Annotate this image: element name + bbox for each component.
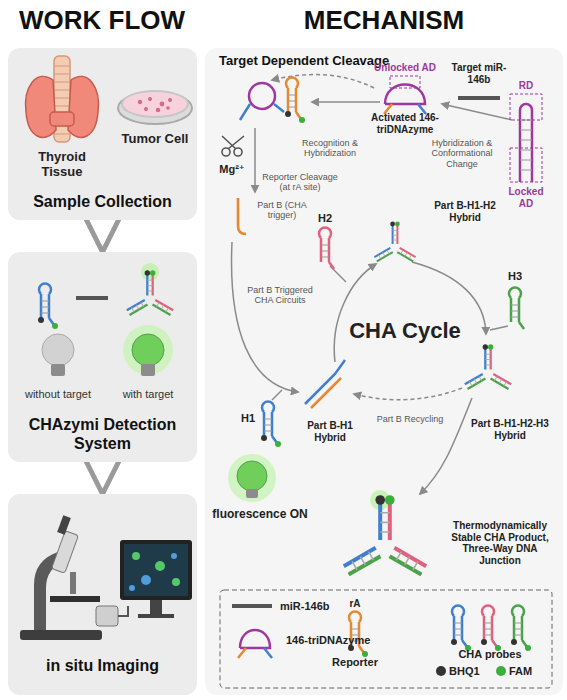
diagram-label: Recognition & Hybridization <box>290 138 370 159</box>
diagram-label: fluorescence ON <box>205 508 315 522</box>
legend-swatch <box>496 666 506 676</box>
panel-title: Sample Collection <box>14 192 191 211</box>
diagram-label: H2 <box>313 212 337 225</box>
section-title: Target Dependent Cleavage <box>219 53 389 69</box>
legend-text: BHQ1 <box>449 665 480 678</box>
diagram-label: Locked AD <box>501 186 551 209</box>
column-heading: MECHANISM <box>209 6 559 36</box>
diagram-label: Part B-H1-H2-H3 Hybrid <box>470 418 550 441</box>
diagram-label: Tumor Cell <box>120 132 190 147</box>
legend-text: CHA probes <box>440 648 540 661</box>
diagram-label: without target <box>15 388 101 401</box>
diagram-label: Part B Triggered CHA Circuits <box>240 285 320 306</box>
legend-text: Reporter <box>305 656 405 669</box>
workflow-panel: in situ Imaging <box>8 494 197 695</box>
legend-swatch <box>436 666 446 676</box>
legend-text: 146-triDNAzyme <box>286 634 370 647</box>
diagram-label: Part B (CHA trigger) <box>247 200 317 221</box>
diagram-label: with target <box>108 388 188 401</box>
mechanism-illustration <box>205 48 563 695</box>
workflow-panel: CHAzymi Detection System <box>8 252 197 462</box>
panel-title: CHAzymi Detection System <box>14 415 191 453</box>
diagram-label: Unlocked AD <box>368 62 442 74</box>
diagram-label: Activated 146-triDNAzyme <box>355 112 455 135</box>
legend-text: FAM <box>509 665 532 678</box>
diagram-label: Part B-H1 Hybrid <box>295 420 365 443</box>
diagram-label: Hybridization & Conformational Change <box>422 138 502 169</box>
diagram-label: H1 <box>236 412 260 425</box>
legend-text: miR-146b <box>280 600 330 613</box>
diagram-label: Thermodynamically Stable CHA Product, Th… <box>445 520 555 566</box>
diagram-label: RD <box>511 80 541 92</box>
flow-chevron <box>87 462 119 494</box>
flow-chevron <box>87 220 119 252</box>
diagram-label: rA <box>343 598 367 610</box>
mechanism-panel: Target Dependent Cleavage <box>205 48 563 695</box>
diagram-label: CHA Cycle <box>347 318 463 343</box>
diagram-label: Part B-H1-H2 Hybrid <box>430 200 500 223</box>
diagram-label: Target miR-146b <box>451 62 507 85</box>
diagram-label: Reporter Cleavage (at rA site) <box>258 172 342 193</box>
diagram-label: Part B Recycling <box>370 414 450 424</box>
panel-title: in situ Imaging <box>14 656 191 675</box>
diagram-label: Thyroid Tissue <box>27 150 97 180</box>
diagram-label: H3 <box>503 270 527 283</box>
diagram-label: Mg²⁺ <box>214 163 250 176</box>
column-heading: WORK FLOW <box>5 6 200 36</box>
